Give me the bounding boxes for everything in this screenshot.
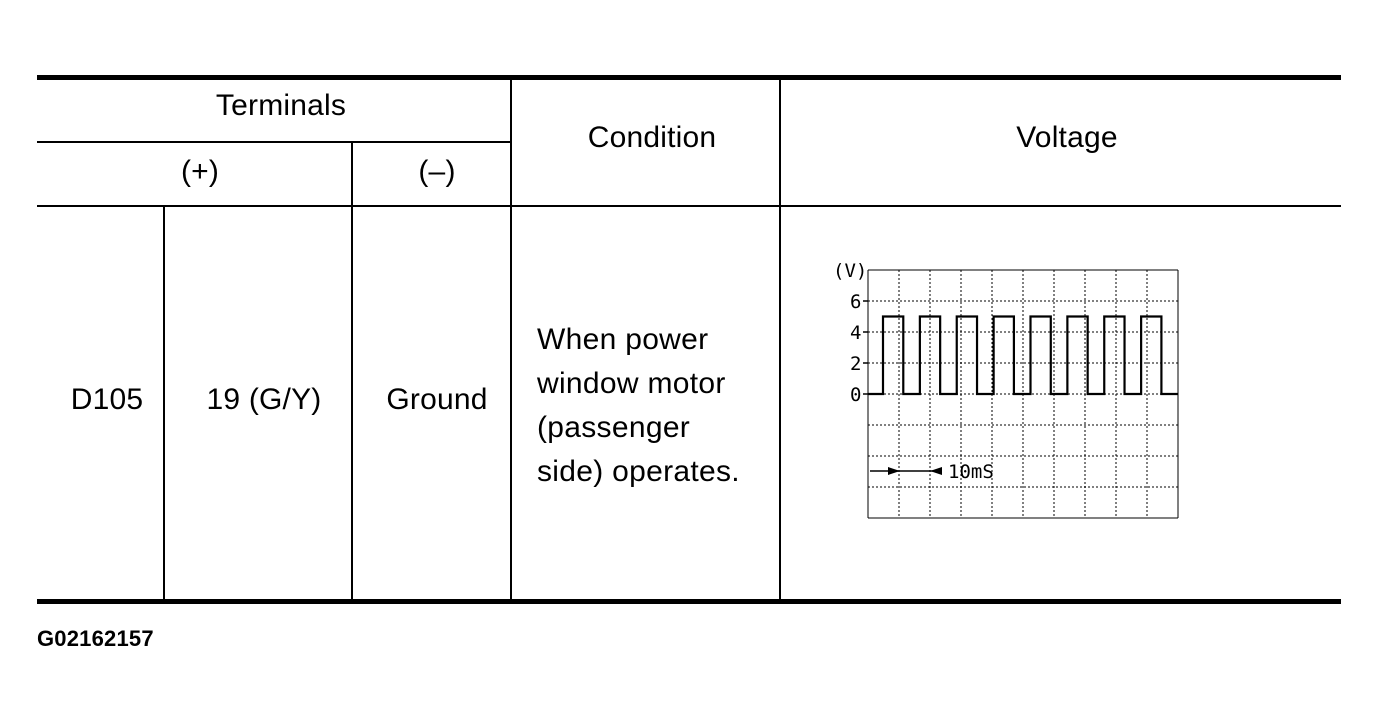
table-bottom-rule — [37, 599, 1341, 604]
cell-connector: D105 — [70, 383, 144, 416]
header-condition: Condition — [587, 121, 717, 154]
scope-y-ticks: 6 4 2 0 — [850, 291, 868, 406]
y-tick-label: 6 — [850, 291, 861, 313]
timebase-arrow-right-icon — [888, 467, 900, 475]
scope-grid — [867, 269, 1179, 519]
header-negative: (–) — [418, 155, 456, 188]
scope-timebase-marker: 10mS — [870, 461, 994, 483]
header-voltage: Voltage — [1016, 121, 1118, 154]
cell-condition: When power window motor (passenger side)… — [537, 318, 740, 494]
square-waveform-trace — [868, 315, 1178, 396]
condition-line: window motor — [537, 367, 726, 400]
cell-negative-terminal: Ground — [386, 383, 488, 416]
y-tick-label: 4 — [850, 322, 861, 344]
condition-line: When power — [537, 323, 709, 356]
column-divider-voltage — [779, 79, 781, 600]
column-divider-negative — [351, 142, 353, 600]
header-bottom-rule — [37, 205, 1341, 207]
condition-line: (passenger — [537, 411, 691, 444]
terminals-divider-rule — [37, 141, 512, 143]
y-tick-label: 0 — [850, 384, 861, 406]
table-top-rule — [37, 75, 1341, 80]
figure-id: G02162157 — [37, 626, 154, 651]
column-divider-connector — [163, 206, 165, 600]
timebase-arrow-left-icon — [930, 467, 942, 475]
y-tick-label: 2 — [850, 353, 861, 375]
header-positive: (+) — [180, 155, 220, 188]
header-terminals: Terminals — [215, 89, 347, 122]
column-divider-condition — [510, 79, 512, 600]
timebase-label: 10mS — [948, 461, 994, 483]
scope-y-axis-label: (V) — [833, 260, 867, 282]
cell-positive-terminal: 19 (G/Y) — [206, 383, 322, 416]
voltage-waveform-chart: 6 4 2 0 (V) 10mS — [833, 260, 1179, 519]
condition-line: side) operates. — [537, 455, 740, 488]
